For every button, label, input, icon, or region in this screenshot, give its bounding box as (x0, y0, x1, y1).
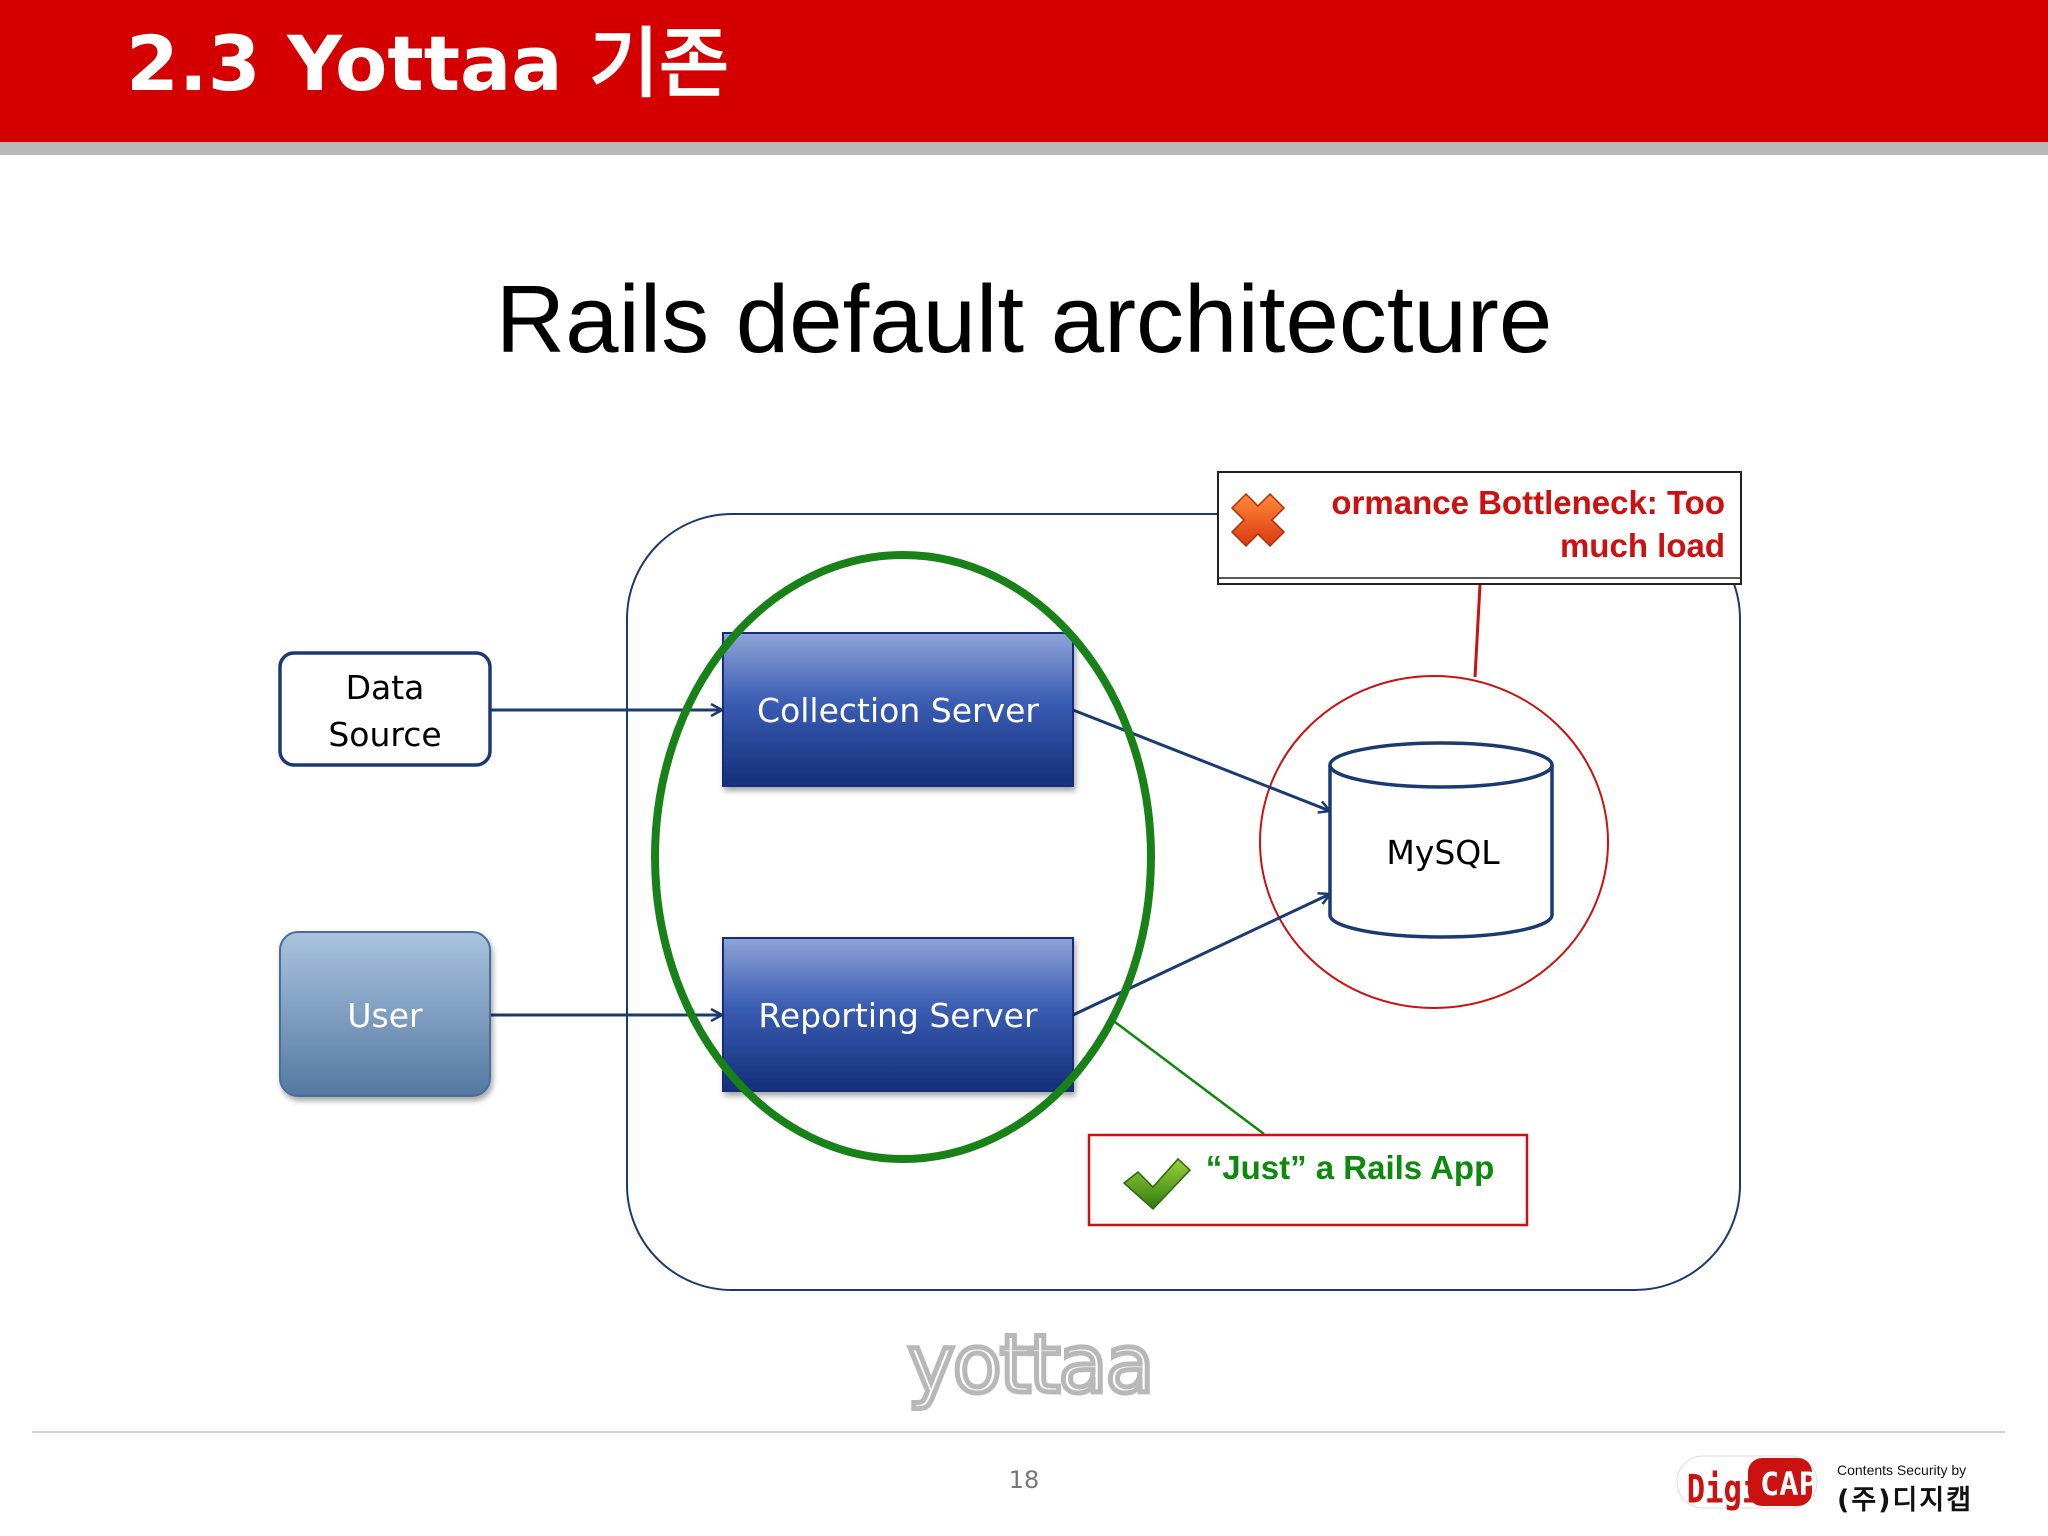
rails-app-text: “Just” a Rails App (1206, 1149, 1495, 1186)
database-highlight-circle (1259, 675, 1609, 1009)
bottleneck-text-line2: much load (1560, 527, 1725, 564)
arrow-reporting-to-mysql (1072, 894, 1330, 1017)
yottaa-logo: yottaa (905, 1330, 1157, 1414)
page-number: 18 (1008, 1466, 1040, 1494)
rails-app-callout: “Just” a Rails App (1087, 1133, 1529, 1227)
slide-title: Rails default architecture (495, 266, 1553, 373)
brand-tagline: Contents Security by (1837, 1462, 1967, 1478)
collection-server-label: Collection Server (757, 691, 1039, 730)
data-source-label-line1: Data (346, 668, 425, 707)
data-source-label-line2: Source (328, 715, 441, 754)
bottleneck-text-line1: ormance Bottleneck: Too (1331, 484, 1725, 521)
yottaa-logo-text: yottaa (907, 1330, 1152, 1411)
digicap-logo: Digi CAP (1676, 1455, 1818, 1512)
x-mark-icon (1230, 492, 1286, 548)
reporting-server-label: Reporting Server (758, 996, 1038, 1035)
digicap-logo-cap: CAP (1760, 1465, 1818, 1503)
user-node: User (279, 931, 491, 1097)
bottleneck-connector (1473, 584, 1482, 678)
bottleneck-callout: ormance Bottleneck: Too much load (1217, 471, 1742, 585)
reporting-server-node: Reporting Server (722, 937, 1074, 1092)
brand-name: (주)디지캡 (1837, 1485, 1974, 1516)
footer-divider (32, 1431, 2005, 1433)
user-label: User (347, 996, 423, 1035)
servers-highlight-ellipse (651, 551, 1155, 1163)
header-bar (0, 0, 2048, 142)
header-divider (0, 142, 2048, 155)
arrow-collection-to-mysql (1072, 708, 1330, 811)
data-source-node: Data Source (278, 651, 492, 767)
checkmark-icon (1122, 1157, 1192, 1211)
app-boundary (626, 513, 1741, 1291)
rails-app-connector (1114, 1021, 1265, 1135)
collection-server-node: Collection Server (722, 632, 1074, 787)
mysql-database-node: MySQL (1328, 741, 1554, 939)
section-title: 2.3 Yottaa 기존 (126, 19, 729, 108)
mysql-label: MySQL (1386, 833, 1500, 872)
